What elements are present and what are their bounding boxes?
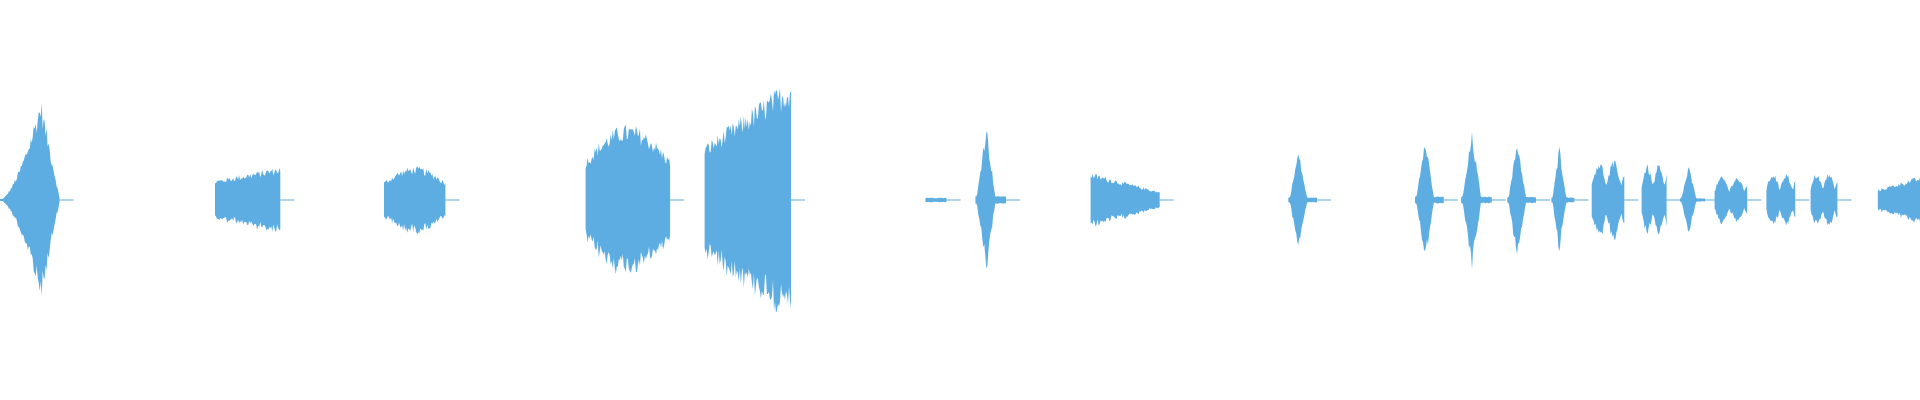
waveform-segment-shape xyxy=(975,132,1007,269)
waveform-segment xyxy=(1461,131,1506,270)
waveform-segment-shape xyxy=(1714,176,1748,225)
waveform-segment-shape xyxy=(1090,173,1160,227)
waveform-segment-shape xyxy=(0,103,60,297)
waveform-segment-shape xyxy=(384,166,446,235)
waveform-segment xyxy=(1680,167,1719,232)
waveform-segment-shape xyxy=(1877,177,1920,223)
waveform-segment-shape xyxy=(1415,147,1444,251)
waveform-segment xyxy=(1090,173,1174,227)
waveform-segment-shape xyxy=(925,197,947,203)
waveform-segment-shape xyxy=(1591,160,1625,240)
waveform-segment-shape xyxy=(1641,164,1667,235)
waveform-segment xyxy=(704,87,805,313)
waveform-segment-shape xyxy=(215,167,281,232)
waveform-segment-shape xyxy=(1288,154,1318,246)
waveform-segment-shape xyxy=(1810,173,1838,226)
waveform-segment-shape xyxy=(1507,148,1536,254)
waveform-segment xyxy=(1714,176,1762,225)
waveform-segment xyxy=(1288,154,1332,246)
waveform-segment-shape xyxy=(1680,167,1705,232)
waveform-segment xyxy=(585,124,685,275)
waveform-segment xyxy=(1551,146,1589,252)
waveform-segment xyxy=(1766,173,1810,226)
waveform-segment xyxy=(1877,177,1920,223)
waveform-segment xyxy=(1810,173,1852,226)
waveform-segment xyxy=(215,167,295,232)
waveform-segment xyxy=(1415,147,1458,251)
waveform-segment xyxy=(1507,148,1550,254)
waveform-segment xyxy=(1641,164,1681,235)
waveform-segment xyxy=(0,103,74,297)
waveform-segment xyxy=(925,197,961,203)
waveform-segment-shape xyxy=(704,87,791,313)
waveform-segment-shape xyxy=(1461,131,1492,270)
waveform-segment-shape xyxy=(585,124,671,275)
waveform-segment xyxy=(1591,160,1639,240)
waveform-segment xyxy=(384,166,460,235)
waveform-segment-shape xyxy=(1766,173,1796,226)
waveform-segment xyxy=(975,132,1021,269)
waveform-segment-shape xyxy=(1551,146,1575,252)
